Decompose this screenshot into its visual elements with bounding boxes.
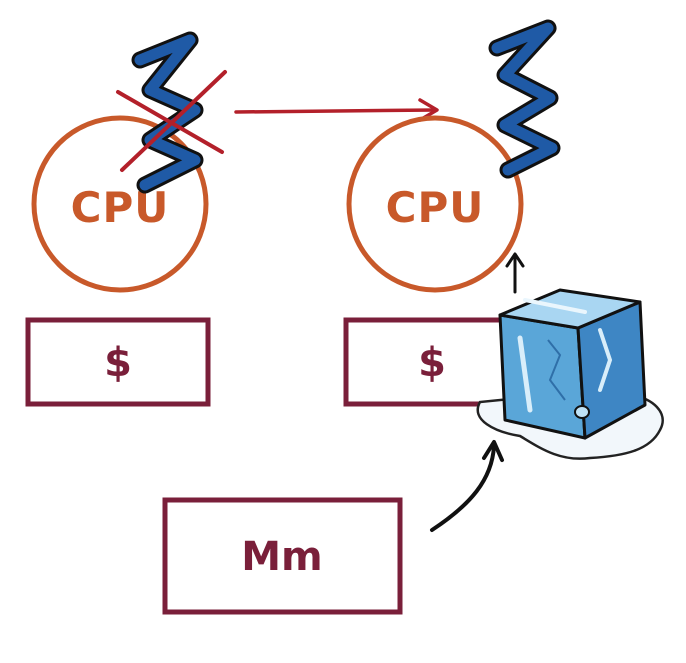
left-cache-label: $ bbox=[104, 340, 132, 386]
cross-out-icon bbox=[116, 70, 227, 172]
right-cpu-circle bbox=[346, 115, 524, 293]
memory-box bbox=[162, 497, 403, 615]
migration-arrow bbox=[234, 98, 439, 122]
right-cpu-label: CPU bbox=[386, 183, 485, 232]
left-thread-icon bbox=[131, 31, 204, 194]
memory-label: Mm bbox=[241, 534, 322, 580]
right-cache-label: $ bbox=[418, 340, 446, 386]
warm-cache-arrow bbox=[505, 252, 525, 294]
ice-cube-icon bbox=[476, 288, 664, 460]
right-thread-icon bbox=[488, 19, 561, 179]
left-cpu-label: CPU bbox=[71, 183, 170, 232]
memory-to-cache-arrow bbox=[430, 440, 504, 532]
left-cache-box bbox=[25, 317, 211, 407]
left-cpu-circle bbox=[31, 115, 209, 293]
